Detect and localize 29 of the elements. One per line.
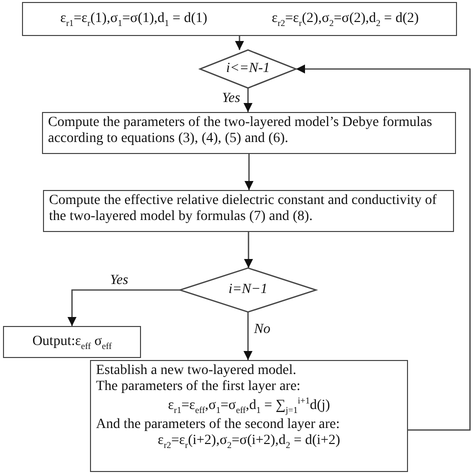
process-box [3, 326, 141, 358]
formula: ε$_{r1}$=ε$_{r}$(1),σ$_{1}$=σ(1),d$_{1}$ = d(1) [60, 11, 208, 27]
step-text: Compute the effective relative dielectric constant and conductivity of the two-layered model by formulas (7) and (8). [49, 193, 438, 225]
edge-label: No [254, 322, 270, 338]
process-box [22, 2, 457, 36]
edge-label: Yes [110, 273, 128, 289]
arrow [244, 154, 254, 190]
arrow [244, 312, 252, 360]
condition-text: i<=N-1 [226, 61, 270, 77]
formula: ε$_{r2}$=ε$_{r}$(i+2),σ$_{2}$=σ(i+2),d$_{2}$ = d(i+2) [156, 433, 342, 449]
decision-diamond [200, 50, 296, 88]
process-box [90, 360, 408, 472]
arrow [68, 289, 180, 326]
step-text: The parameters of the first layer are: [96, 379, 302, 395]
arrow [244, 88, 252, 112]
arrow [296, 64, 471, 431]
process-box [42, 112, 456, 154]
arrow [235, 36, 244, 50]
process-box [43, 190, 454, 232]
arrow [244, 232, 253, 268]
step-text: Compute the parameters of the two-layered model’s Debye formulas according to equations (3), (4), (5) and (6). [48, 115, 434, 147]
step-text: And the parameters of the second layer are: [96, 417, 341, 433]
step-text: Establish a new two-layered model. [96, 363, 298, 379]
formula: ε$_{r2}$=ε$_{r}$(2),σ$_{2}$=σ(2),d$_{2}$ = d(2) [272, 11, 419, 27]
step-text: Output:ε$_{eff}$ σ$_{eff}$ [32, 334, 112, 350]
condition-text: i=N−1 [228, 282, 268, 298]
edge-label: Yes [222, 91, 240, 107]
decision-diamond [180, 268, 316, 312]
formula: ε$_{r1}$=ε$_{eff}$,σ$_{1}$=σ$_{eff}$,d$_{1}$ = ∑$_{j=1}$$^{i+1}$d(j) [166, 398, 332, 414]
